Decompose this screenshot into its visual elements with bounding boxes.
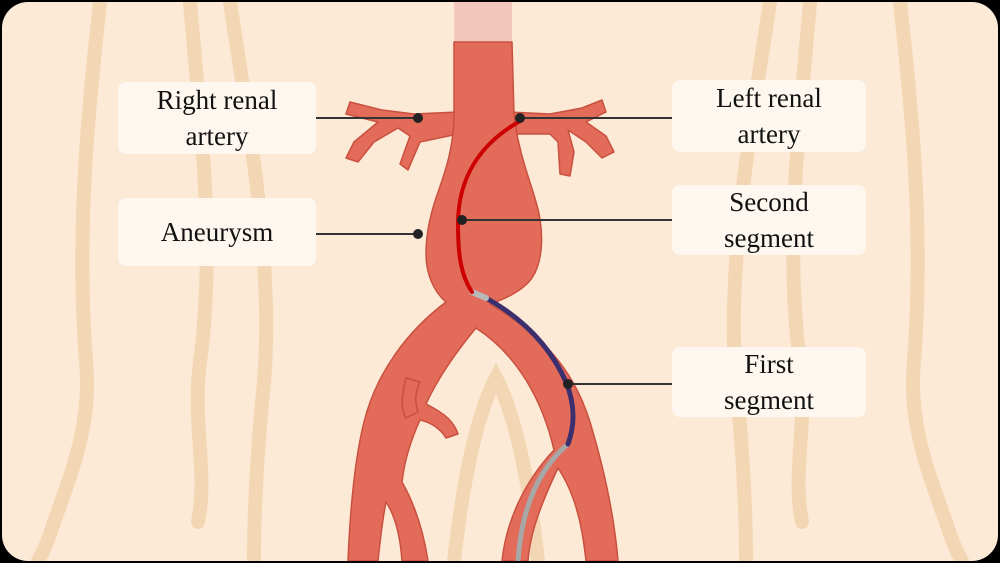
left-arm-outline-outer [31, 2, 107, 561]
dot-first-segment [563, 379, 573, 389]
label-second-segment: Second segment [672, 185, 866, 255]
leader-dots [413, 113, 573, 389]
dot-aneurysm [413, 229, 423, 239]
label-aneurysm: Aneurysm [118, 198, 316, 266]
leader-lines [314, 117, 672, 385]
dot-left-renal [515, 113, 525, 123]
right-renal-branch [345, 101, 459, 171]
transition-marker [469, 289, 489, 301]
label-first-segment: First segment [672, 347, 866, 417]
aorta-top [454, 2, 512, 42]
right-arm-outline-outer [893, 2, 969, 561]
arterial-tree [345, 41, 619, 561]
label-left-renal-artery: Left renal artery [672, 80, 866, 152]
dot-second-segment [457, 215, 467, 225]
label-right-renal-artery: Right renal artery [118, 82, 316, 154]
dot-right-renal [413, 113, 423, 123]
aorta-with-aneurysm [347, 41, 619, 561]
right-iliac-side-branch [401, 377, 421, 419]
guide-wire [515, 441, 571, 561]
